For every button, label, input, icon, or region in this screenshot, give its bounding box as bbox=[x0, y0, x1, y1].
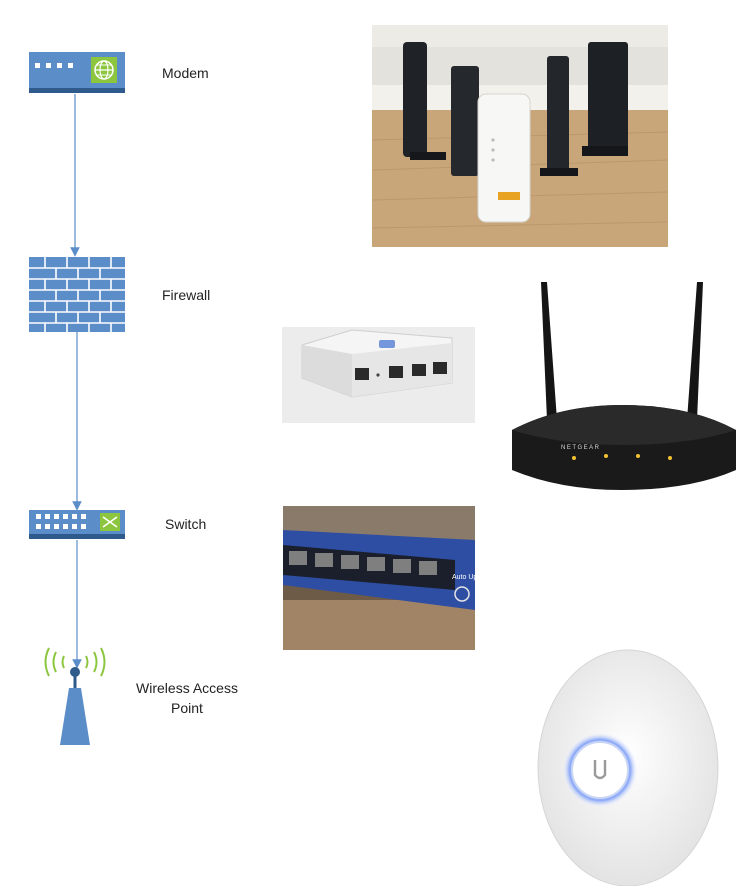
switch-icon bbox=[29, 510, 125, 539]
node-label-wireless-access-point: Wireless Access Point bbox=[136, 680, 238, 716]
node-label-modem: Modem bbox=[162, 65, 209, 81]
firewall-icon bbox=[29, 257, 125, 332]
wireless-tower-icon bbox=[44, 647, 106, 745]
node-label-firewall: Firewall bbox=[162, 287, 211, 303]
modem-icon bbox=[29, 52, 125, 93]
router-brand-text: NETGEAR bbox=[561, 445, 601, 451]
switch-photo-text: Auto Uplink bbox=[452, 574, 488, 581]
ap-photo bbox=[537, 649, 719, 886]
modem-photo bbox=[371, 25, 669, 247]
router-photo bbox=[512, 282, 736, 490]
switch-photo bbox=[283, 506, 475, 650]
firewall-photo bbox=[282, 327, 475, 423]
node-label-switch: Switch bbox=[165, 516, 207, 532]
